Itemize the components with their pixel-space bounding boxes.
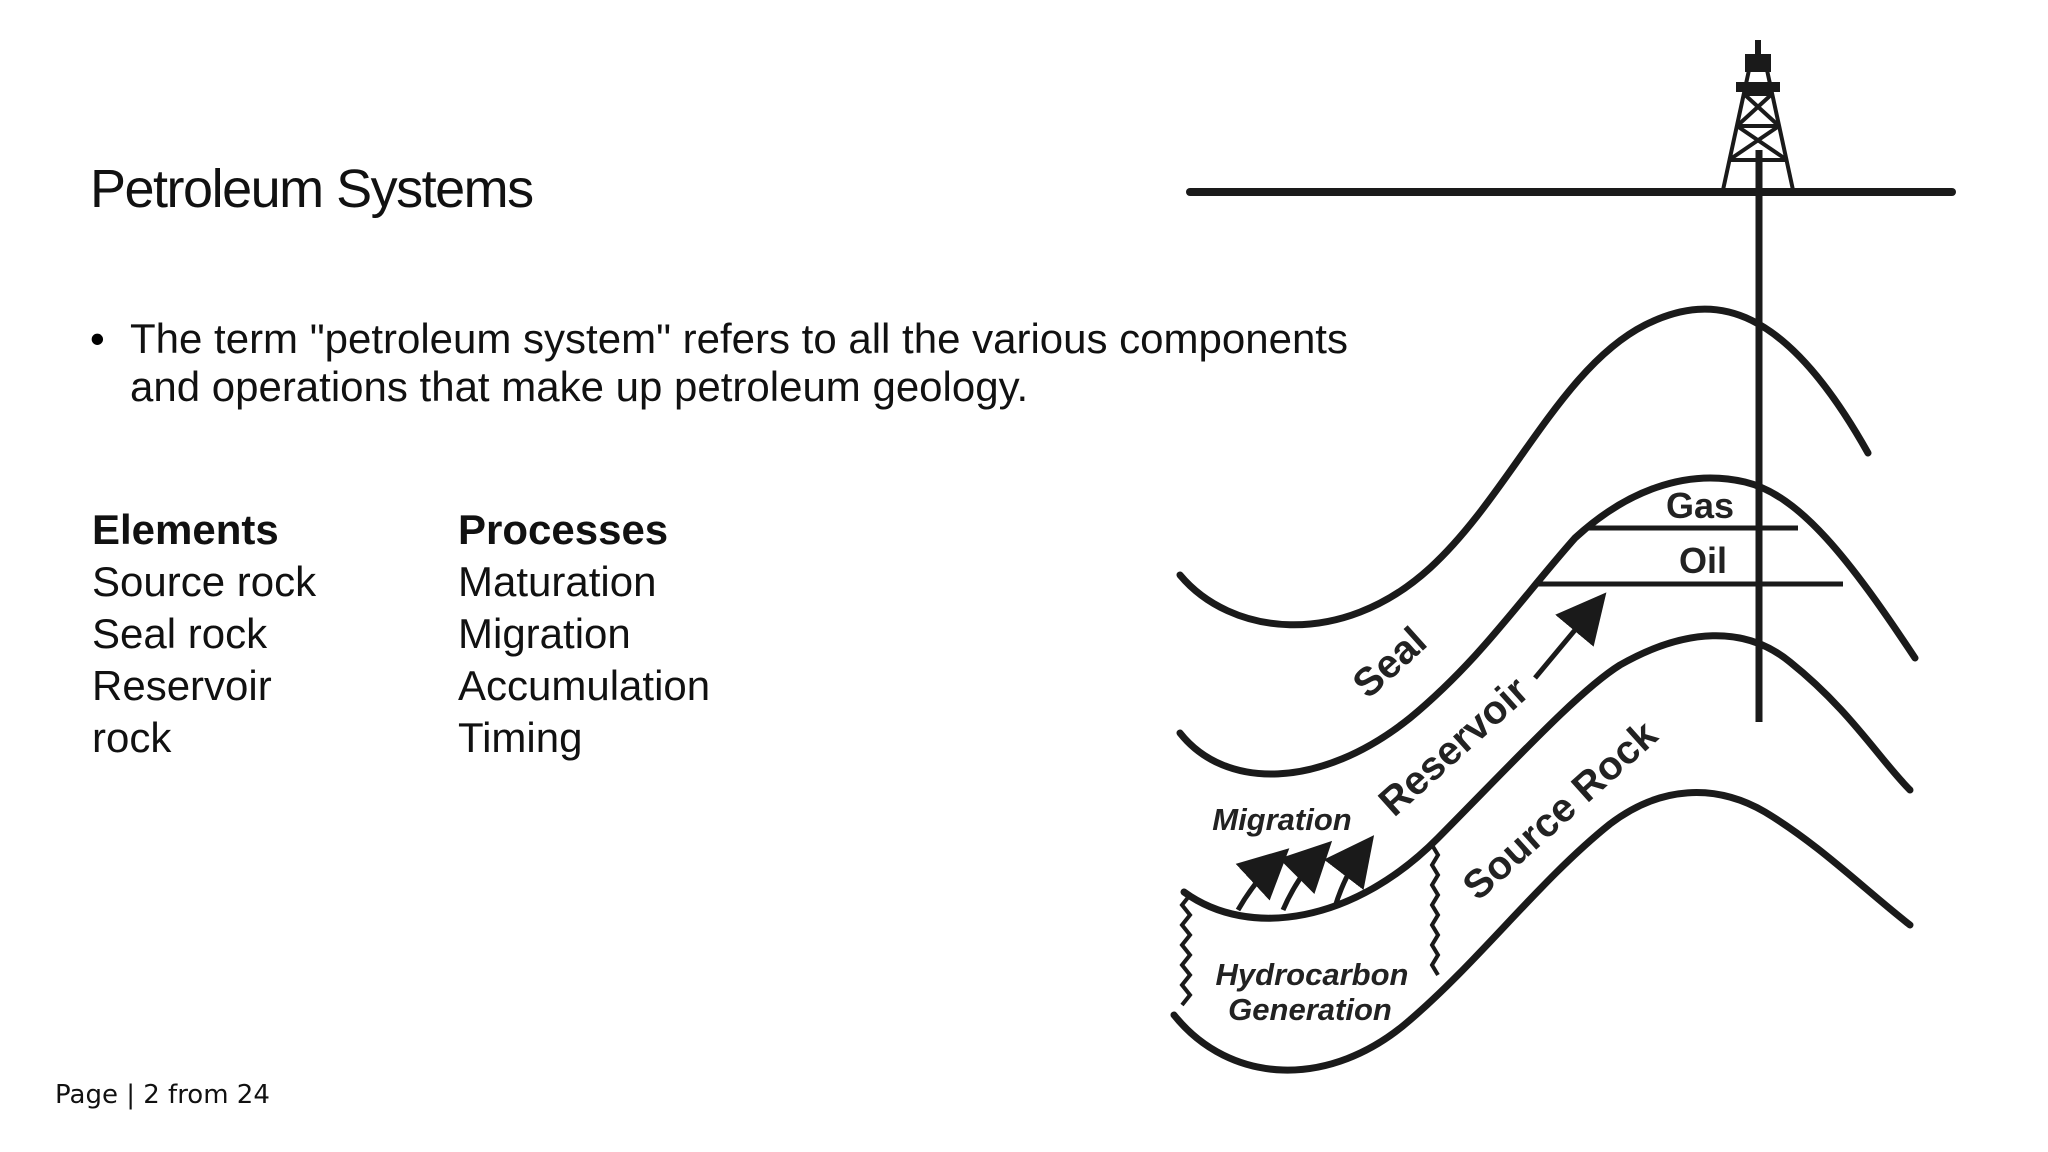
processes-list: Processes Maturation Migration Accumulat… (458, 504, 878, 764)
seal-label: Seal (1345, 619, 1436, 707)
processes-item: Migration (458, 610, 631, 657)
elements-item: Source rock (92, 558, 317, 605)
migration-arrow (1323, 835, 1375, 908)
elements-item: Seal rock (92, 610, 268, 657)
migration-label: Migration (1212, 802, 1352, 837)
source-base-horizon (1170, 789, 1914, 1074)
elements-item: Reservoir (92, 662, 272, 709)
kitchen-right-boundary (1429, 843, 1441, 977)
page-number: Page | 2 from 24 (55, 1080, 270, 1110)
processes-heading: Processes (458, 506, 669, 553)
generation-label: Generation (1228, 992, 1392, 1027)
kitchen-left-boundary (1179, 893, 1193, 1007)
petroleum-system-diagram: Gas Oil Seal Reservoir Source Rock Migra… (1170, 40, 1956, 1074)
drilling-rig-icon (1721, 40, 1795, 191)
bullet-text: The term "petroleum system" refers to al… (130, 315, 1348, 410)
migration-arrow (1279, 840, 1333, 911)
reservoir-label: Reservoir (1371, 668, 1538, 824)
oil-label: Oil (1679, 540, 1727, 581)
gas-label: Gas (1666, 485, 1734, 526)
processes-item: Timing (458, 714, 583, 761)
hydrocarbon-label: Hydrocarbon (1216, 957, 1409, 992)
reservoir-migration-arrow (1533, 592, 1607, 680)
reservoir-top-horizon (1176, 474, 1919, 778)
migration-arrow (1235, 848, 1290, 912)
processes-item: Accumulation (458, 662, 711, 709)
seal-top-horizon (1176, 305, 1872, 629)
elements-list: Elements Source rock Seal rock Reservoir… (92, 504, 412, 764)
elements-item: rock (92, 714, 172, 761)
source-top-horizon (1180, 632, 1914, 922)
elements-heading: Elements (92, 506, 279, 553)
bullet-marker: • (90, 315, 105, 362)
slide-title: Petroleum Systems (90, 159, 534, 219)
processes-item: Maturation (458, 558, 657, 605)
